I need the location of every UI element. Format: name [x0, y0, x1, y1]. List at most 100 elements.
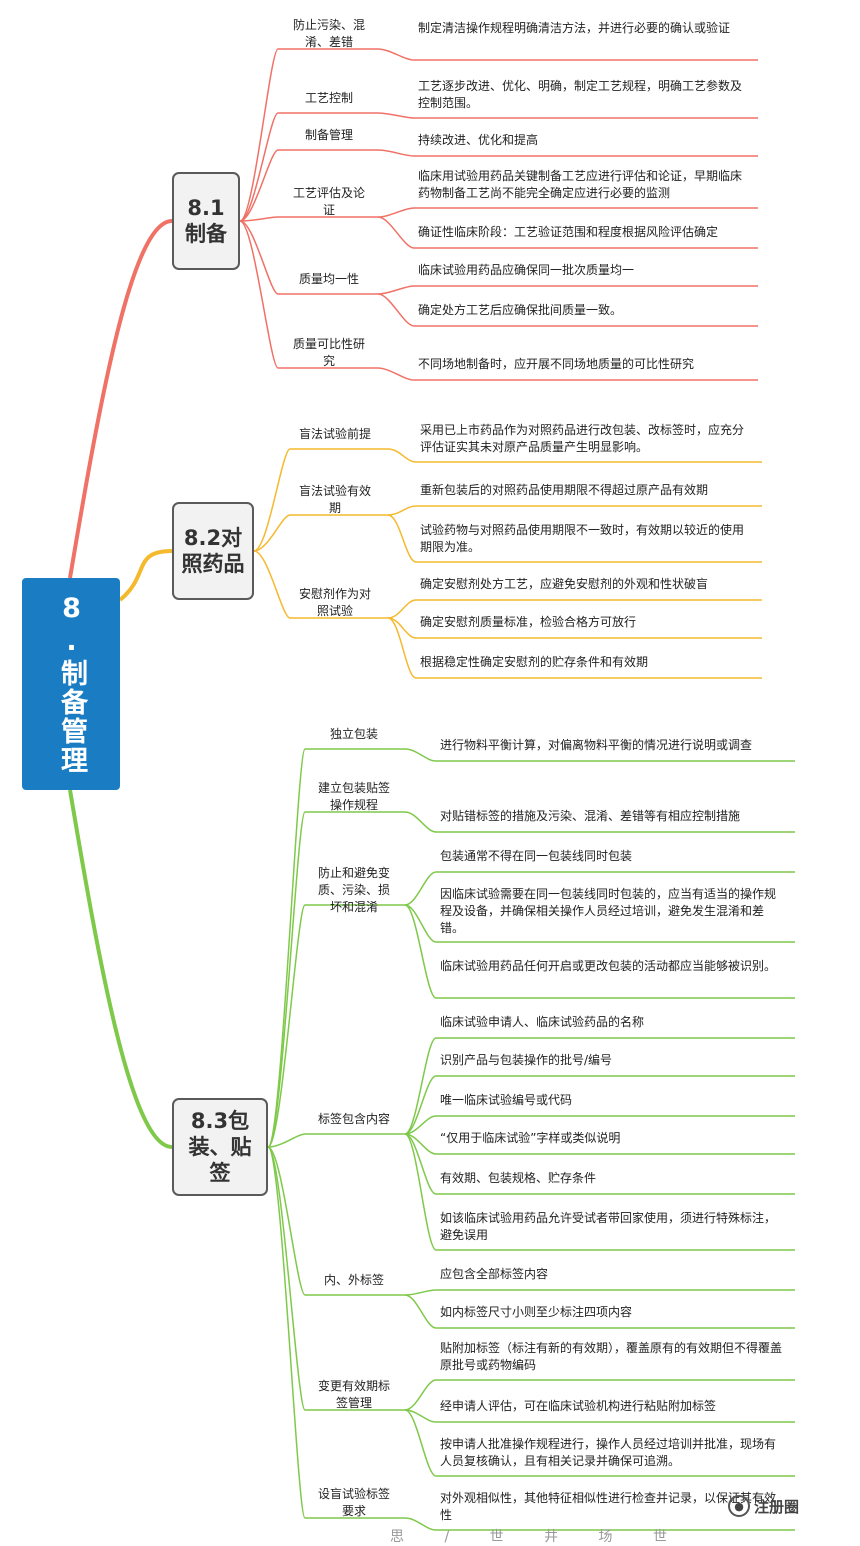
- branch-link-2-1: [267, 811, 306, 1148]
- leaf-text-2-6-0: 对外观相似性，其他特征相似性进行检查并记录，以保证其有效性: [440, 1491, 777, 1522]
- leaf-text-2-3-4: 有效期、包装规格、贮存条件: [440, 1171, 597, 1185]
- leaf-link-0-5-0: [377, 367, 415, 381]
- leaf-link-1-2-2: [387, 617, 417, 679]
- leaf-text-2-4-1: 如内标签尺寸小则至少标注四项内容: [440, 1305, 633, 1319]
- branch-link-2-6: [267, 1146, 306, 1519]
- leaf-link-2-1-0: [404, 811, 437, 833]
- leaf-text-0-0-0: 制定清洁操作规程明确清洁方法，并进行必要的确认或验证: [418, 21, 731, 35]
- leaf-text-0-2-0: 持续改进、优化和提高: [418, 133, 539, 147]
- leaf-link-2-3-1: [404, 1075, 437, 1135]
- root-link-2: [68, 789, 173, 1149]
- sub-node-2-2: 防止和避免变质、污染、损坏和混淆: [318, 865, 391, 914]
- leaf-link-2-3-5: [404, 1133, 437, 1251]
- leaf-text-2-5-2: 按申请人批准操作规程进行，操作人员经过培训并批准，现场有人员复核确认，且有相关记…: [440, 1437, 777, 1468]
- leaf-link-2-4-0: [404, 1289, 437, 1296]
- cutoff-text: 思 / 世 井 场 世: [390, 1529, 685, 1545]
- sub-node-2-6: 设盲试验标签要求: [318, 1487, 391, 1518]
- leaf-link-0-3-0: [377, 207, 415, 218]
- branch-link-0-5: [239, 220, 279, 369]
- leaf-text-1-1-0: 重新包装后的对照药品使用期限不得超过原产品有效期: [420, 483, 709, 497]
- leaf-text-2-3-2: 唯一临床试验编号或代码: [440, 1093, 573, 1107]
- branch-node-2: 8.3包装、贴签: [172, 1098, 268, 1196]
- sub-node-0-2: 制备管理: [304, 127, 353, 142]
- root-node: 8.制备管理: [22, 578, 120, 790]
- leaf-text-0-5-0: 不同场地制备时，应开展不同场地质量的可比性研究: [418, 357, 695, 371]
- leaf-link-2-2-2: [404, 904, 437, 999]
- branch-link-2-4: [267, 1146, 306, 1296]
- leaf-text-2-0-0: 进行物料平衡计算，对偏离物料平衡的情况进行说明或调查: [440, 738, 753, 752]
- leaf-link-2-3-4: [404, 1133, 437, 1195]
- branch-link-0-0: [239, 48, 279, 222]
- leaf-text-2-2-1: 因临床试验需要在同一包装线同时包装的，应当有适当的操作规程及设备，并确保相关操作…: [440, 887, 777, 935]
- leaf-text-2-5-1: 经申请人评估，可在临床试验机构进行粘贴附加标签: [440, 1399, 717, 1413]
- sub-node-0-4: 质量均一性: [298, 271, 359, 286]
- leaf-text-2-2-0: 包装通常不得在同一包装线同时包装: [440, 849, 633, 863]
- leaf-link-2-5-1: [404, 1409, 437, 1423]
- sub-node-2-4: 内、外标签: [323, 1272, 384, 1287]
- leaf-link-2-5-2: [404, 1409, 437, 1477]
- leaf-text-0-4-1: 确定处方工艺后应确保批间质量一致。: [418, 303, 623, 317]
- leaf-text-2-3-3: “仅用于临床试验”字样或类似说明: [440, 1131, 621, 1145]
- branch-link-1-1: [253, 514, 291, 552]
- sub-node-0-5: 质量可比性研究: [292, 337, 365, 368]
- sub-node-2-0: 独立包装: [329, 726, 378, 741]
- leaf-link-2-3-0: [404, 1037, 437, 1135]
- leaf-text-1-1-1: 试验药物与对照药品使用期限不一致时，有效期以较近的使用期限为准。: [420, 523, 745, 554]
- branch-link-2-0: [267, 748, 306, 1148]
- leaf-text-2-3-0: 临床试验申请人、临床试验药品的名称: [440, 1015, 645, 1029]
- branch-link-1-2: [253, 550, 291, 619]
- sub-node-2-5: 变更有效期标签管理: [318, 1379, 391, 1410]
- leaf-link-0-2-0: [377, 149, 415, 157]
- sub-node-0-0: 防止污染、混淆、差错: [292, 18, 365, 49]
- leaf-link-2-3-2: [404, 1115, 437, 1135]
- leaf-link-0-4-0: [377, 285, 415, 295]
- leaf-link-1-1-1: [387, 514, 417, 563]
- branch-link-0-4: [239, 220, 279, 295]
- sub-node-1-2: 安慰剂作为对照试验: [298, 587, 371, 618]
- branch-link-0-1: [239, 112, 279, 222]
- leaf-link-2-2-0: [404, 871, 437, 906]
- branch-node-0: 8.1制备: [172, 172, 240, 270]
- leaf-text-1-0-0: 采用已上市药品作为对照药品进行改包装、改标签时，应充分评估证实其未对原产品质量产…: [420, 423, 745, 454]
- watermark-text: 注册圈: [754, 1497, 800, 1516]
- sub-node-2-1: 建立包装贴签操作规程: [318, 781, 391, 812]
- watermark: ● 注册圈: [728, 1492, 838, 1520]
- sub-node-1-0: 盲法试验前提: [298, 426, 371, 441]
- chat-bubble-icon: ●: [728, 1495, 750, 1517]
- root-link-1: [118, 549, 173, 602]
- branch-link-0-2: [239, 149, 279, 222]
- leaf-link-2-5-0: [404, 1379, 437, 1411]
- sub-node-0-1: 工艺控制: [304, 90, 353, 105]
- leaf-text-2-3-1: 识别产品与包装操作的批号/编号: [440, 1053, 613, 1067]
- leaf-link-2-0-0: [404, 748, 437, 762]
- sub-node-2-3: 标签包含内容: [318, 1111, 391, 1126]
- branch-link-0-3: [239, 216, 279, 222]
- leaf-text-2-1-0: 对贴错标签的措施及污染、混淆、差错等有相应控制措施: [440, 809, 741, 823]
- sub-node-0-3: 工艺评估及论证: [292, 186, 365, 217]
- leaf-link-0-3-1: [377, 216, 415, 249]
- leaf-link-2-4-1: [404, 1294, 437, 1329]
- leaf-text-0-1-0: 工艺逐步改进、优化、明确，制定工艺规程，明确工艺参数及控制范围。: [418, 79, 743, 110]
- branch-link-2-3: [267, 1133, 306, 1148]
- leaf-text-0-3-1: 确证性临床阶段：工艺验证范围和程度根据风险评估确定: [418, 225, 719, 239]
- leaf-text-2-5-0: 贴附加标签（标注有新的有效期），覆盖原有的有效期但不得覆盖原批号或药物编码: [440, 1341, 783, 1372]
- leaf-text-2-4-0: 应包含全部标签内容: [440, 1267, 549, 1281]
- leaf-link-1-1-0: [387, 505, 417, 516]
- leaf-link-2-6-0: [404, 1517, 437, 1531]
- root-link-0: [68, 219, 173, 579]
- leaf-link-1-0-0: [387, 448, 417, 463]
- sub-node-1-1: 盲法试验有效期: [298, 484, 371, 515]
- branch-node-1: 8.2对照药品: [172, 502, 254, 600]
- leaf-link-0-0-0: [377, 48, 415, 61]
- leaf-text-1-2-1: 确定安慰剂质量标准，检验合格方可放行: [420, 615, 637, 629]
- leaf-text-2-3-5: 如该临床试验用药品允许受试者带回家使用，须进行特殊标注，避免误用: [440, 1211, 777, 1242]
- leaf-text-1-2-0: 确定安慰剂处方工艺，应避免安慰剂的外观和性状破盲: [420, 577, 709, 591]
- leaf-link-0-1-0: [377, 112, 415, 119]
- leaf-link-1-2-0: [387, 599, 417, 619]
- branch-link-2-5: [267, 1146, 306, 1411]
- leaf-text-1-2-2: 根据稳定性确定安慰剂的贮存条件和有效期: [420, 655, 649, 669]
- leaf-text-0-4-0: 临床试验用药品应确保同一批次质量均一: [418, 263, 635, 277]
- leaf-link-0-4-1: [377, 293, 415, 327]
- branch-link-1-0: [253, 448, 291, 552]
